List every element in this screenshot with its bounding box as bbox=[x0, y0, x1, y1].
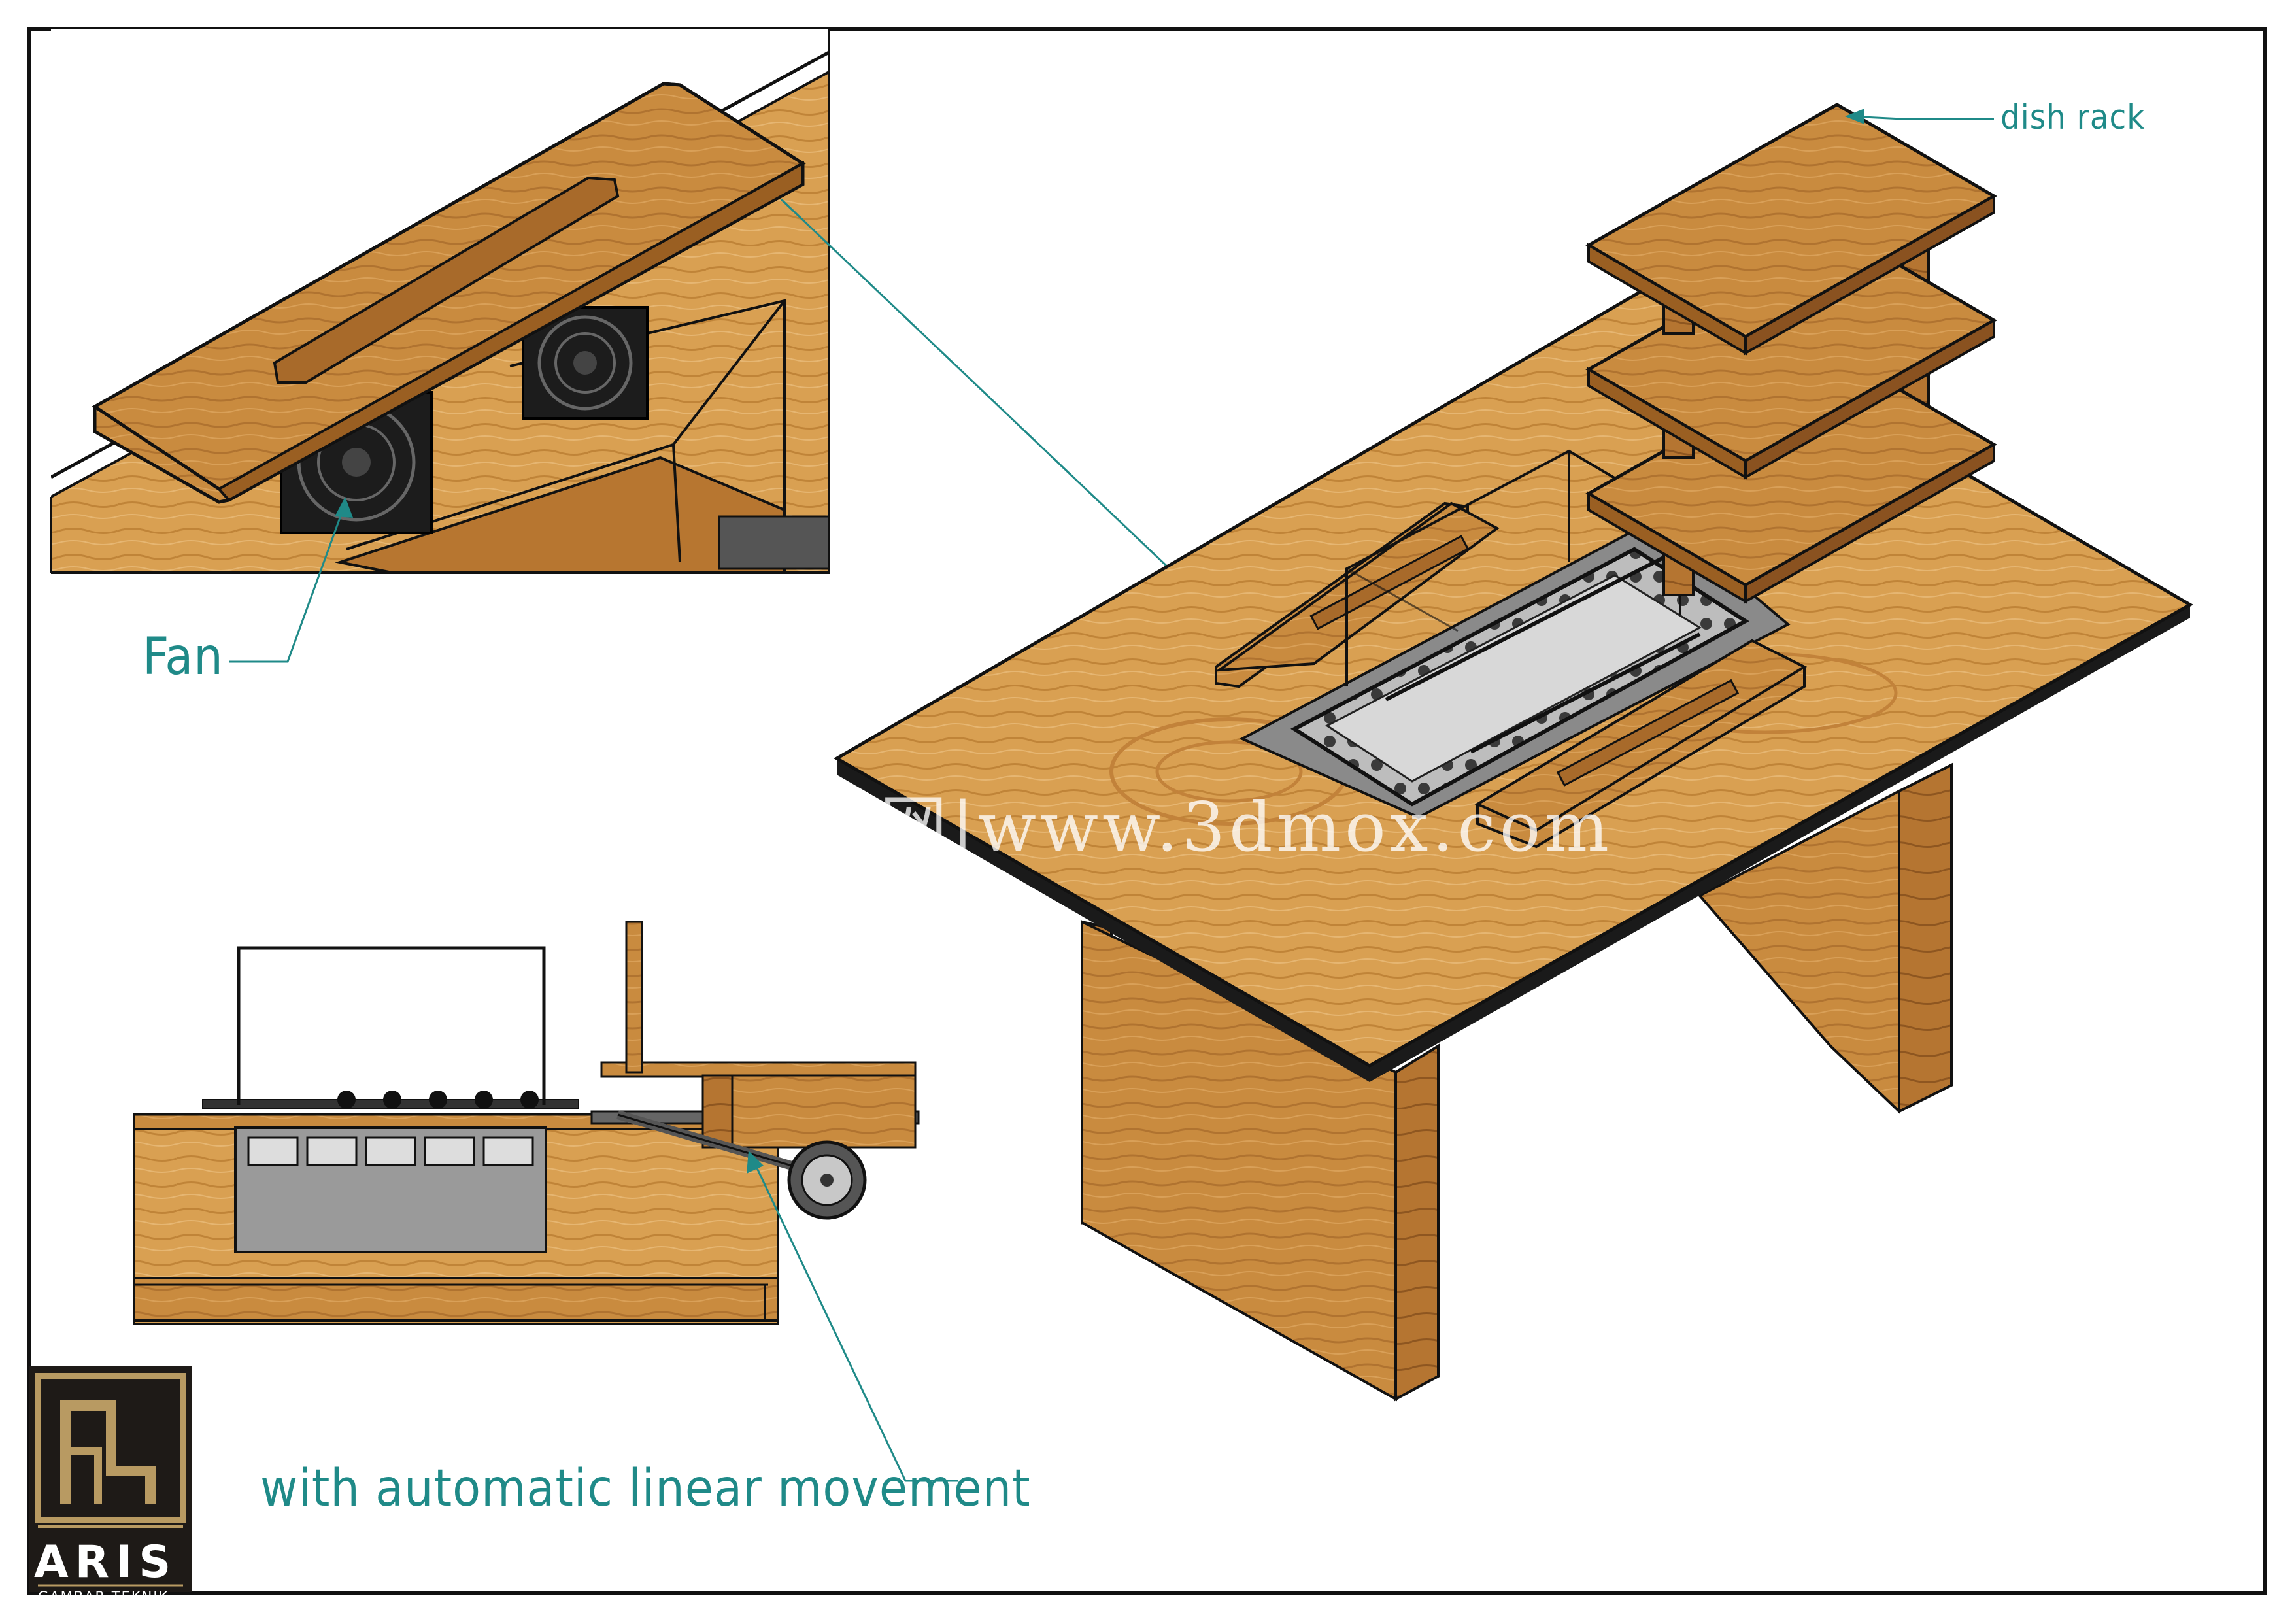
dish-rack-leader-line bbox=[1849, 115, 1994, 120]
fan-label: Fan bbox=[143, 628, 224, 686]
aris-logo bbox=[29, 1366, 192, 1592]
dish-rack bbox=[1585, 103, 1998, 604]
linear-movement-leader-line bbox=[751, 1157, 958, 1482]
fan-detail-inset bbox=[50, 29, 830, 574]
fan-leader-line bbox=[229, 503, 346, 663]
burner-vents bbox=[247, 1136, 534, 1166]
sheet-border bbox=[27, 27, 2267, 1595]
watermark-text: 西网|www.3dmox.com bbox=[807, 787, 1613, 867]
logo-subtitle: GAMBAR TEKNIK bbox=[38, 1589, 169, 1604]
main-table-isometric bbox=[834, 103, 2194, 1402]
dish-rack-label: dish rack bbox=[2000, 98, 2146, 137]
side-section-view bbox=[133, 921, 920, 1325]
linear-movement-label: with automatic linear movement bbox=[260, 1459, 1031, 1518]
logo-name: ARIS bbox=[34, 1536, 178, 1588]
